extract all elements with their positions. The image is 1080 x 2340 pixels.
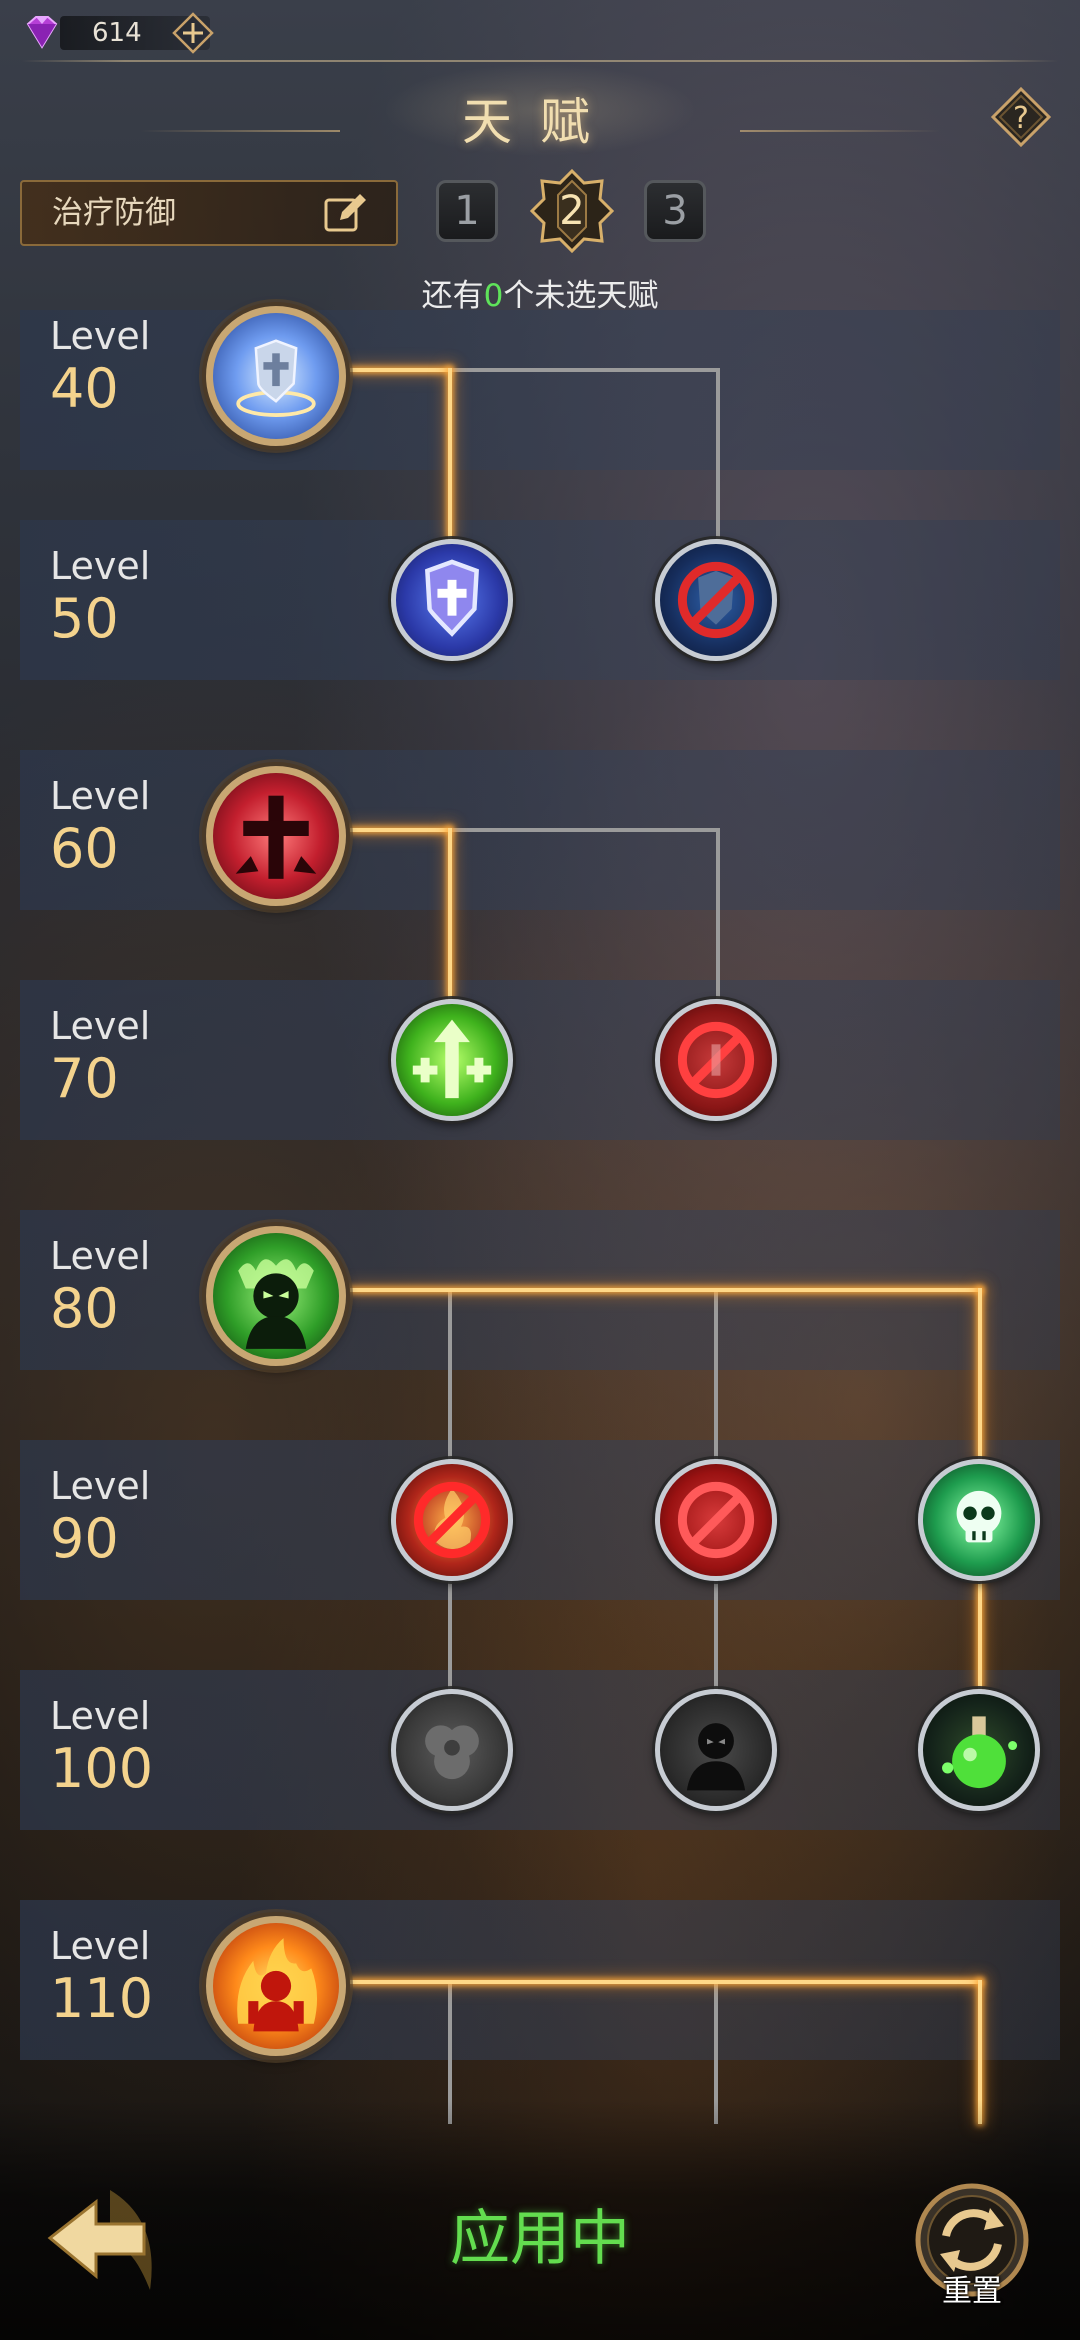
unselected-prefix: 还有 (421, 278, 484, 314)
unselected-talents-info: 还有0个未选天赋 (0, 270, 1080, 315)
talent-node-gray-flower[interactable] (391, 1689, 513, 1811)
shield-cross-icon (425, 559, 479, 637)
talent-node-disabled-red[interactable] (655, 1459, 777, 1581)
connector (446, 368, 720, 372)
talent-node-green-rage[interactable] (206, 1226, 346, 1366)
green-heal-arrow-icon (412, 1019, 492, 1099)
connector (716, 368, 720, 540)
active-connector (978, 1580, 982, 1690)
talent-node-fire-spirit[interactable] (206, 1916, 346, 2056)
crimson-cross-icon (235, 795, 317, 879)
preset-selected-frame-icon (530, 169, 614, 253)
gem-icon (26, 16, 58, 49)
svg-text:?: ? (1013, 101, 1029, 136)
talent-node-green-potion[interactable] (918, 1689, 1040, 1811)
gem-count: 614 (92, 18, 142, 48)
connector (714, 1292, 718, 1462)
edit-icon[interactable] (322, 190, 368, 236)
fire-spirit-icon (237, 1938, 318, 2032)
green-skull-icon (956, 1490, 1002, 1543)
row-level-90 (20, 1440, 1060, 1600)
row-level-70 (20, 980, 1060, 1140)
unselected-count: 0 (483, 278, 504, 314)
active-connector (448, 368, 452, 540)
active-connector (350, 1288, 982, 1292)
row-level-100 (20, 1670, 1060, 1830)
active-connector (350, 368, 450, 372)
green-potion-icon (942, 1716, 1018, 1789)
holy-shield-icon (236, 339, 316, 417)
disabled-red-icon (677, 1481, 755, 1559)
gray-shadow-icon (686, 1723, 746, 1791)
talent-node-green-heal-arrow[interactable] (391, 999, 513, 1121)
active-connector (350, 828, 450, 832)
preset-tab-1[interactable]: 1 (436, 180, 498, 242)
active-connector (978, 1980, 982, 2124)
connector (448, 1292, 452, 1462)
reset-icon[interactable] (912, 2180, 1032, 2300)
disabled-fire-icon (413, 1481, 491, 1559)
connector (716, 828, 720, 1000)
disabled-heal-icon (677, 1021, 755, 1099)
connector (448, 1984, 452, 2124)
active-connector (448, 828, 452, 1000)
row-level-40 (20, 310, 1060, 470)
preset-tab-2-label: 2 (559, 188, 585, 234)
connector (714, 1580, 718, 1690)
row-level-50 (20, 520, 1060, 680)
active-connector (978, 1288, 982, 1460)
unselected-suffix: 个未选天赋 (503, 278, 659, 314)
talent-node-green-skull[interactable] (918, 1459, 1040, 1581)
apply-status: 应用中 (450, 2204, 630, 2274)
preset-tab-3[interactable]: 3 (644, 180, 706, 242)
disabled-shield-icon (677, 561, 755, 639)
talent-node-gray-shadow[interactable] (655, 1689, 777, 1811)
talent-node-disabled-heal[interactable] (655, 999, 777, 1121)
talent-node-disabled-fire[interactable] (391, 1459, 513, 1581)
add-icon[interactable] (172, 12, 214, 54)
green-rage-icon (238, 1259, 314, 1349)
connector (714, 1984, 718, 2124)
build-name-field[interactable]: 治疗防御 (20, 180, 398, 246)
gray-flower-icon (425, 1725, 479, 1780)
title-line-left (140, 130, 340, 132)
build-name: 治疗防御 (52, 195, 176, 231)
bottom-bar (0, 2100, 1080, 2340)
back-arrow-icon[interactable] (40, 2180, 170, 2300)
talent-node-crimson-cross[interactable] (206, 766, 346, 906)
page-title: 天赋 (462, 93, 618, 151)
active-connector (350, 1980, 982, 1984)
help-icon[interactable]: ? (990, 86, 1052, 148)
reset-label: 重置 (942, 2274, 1002, 2309)
talent-node-shield-cross[interactable] (391, 539, 513, 661)
title-glow (370, 60, 710, 160)
connector (446, 828, 720, 832)
top-divider (22, 60, 1058, 62)
preset-tab-2[interactable]: 2 (530, 169, 614, 253)
talent-node-disabled-shield[interactable] (655, 539, 777, 661)
talent-node-holy-shield[interactable] (206, 306, 346, 446)
connector (448, 1580, 452, 1690)
